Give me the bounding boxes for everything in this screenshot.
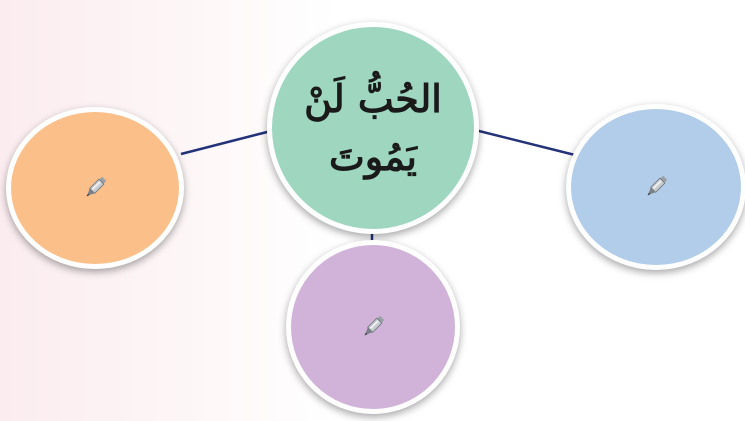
pencil-icon [647,176,667,196]
bottom-answer-bubble[interactable] [286,240,460,414]
central-topic-line-2: يَمُوتَ [329,134,417,179]
central-topic-line-1: الحُبُّ لَنْ [304,76,442,121]
connector-left [180,129,272,156]
central-topic-bubble: الحُبُّ لَنْ يَمُوتَ [267,22,479,234]
left-answer-bubble[interactable] [6,107,184,269]
connector-right [474,128,576,157]
pencil-icon [86,177,106,197]
right-answer-bubble[interactable] [566,104,745,270]
pencil-icon [364,316,384,336]
